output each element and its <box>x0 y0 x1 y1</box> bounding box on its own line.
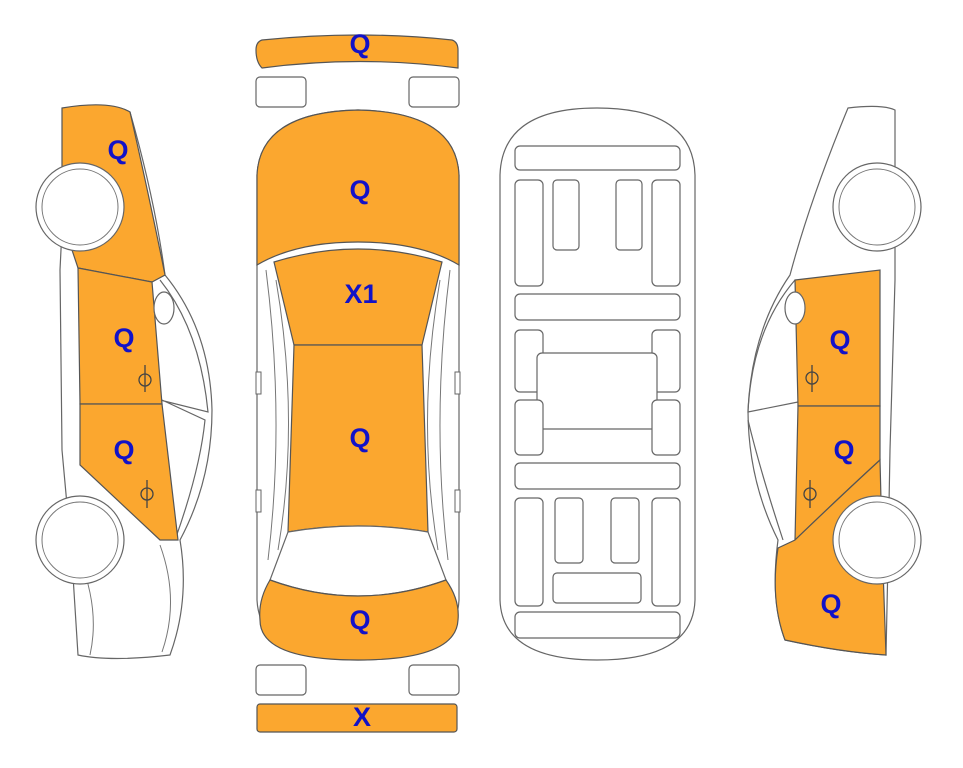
hood-label: Q <box>349 175 370 205</box>
left-rear-door-panel <box>79 403 179 541</box>
underbody-rear-bar <box>514 611 681 639</box>
top-view: Q Q X1 Q Q X <box>255 29 461 733</box>
underbody-front-right-rail <box>651 179 681 287</box>
right-rear-quarter-label: Q <box>820 589 841 619</box>
underbody-view <box>499 107 696 661</box>
underbody-mid-right-2 <box>651 399 681 456</box>
front-bumper-label: Q <box>349 29 370 59</box>
right-front-door-label: Q <box>829 325 850 355</box>
right-door-handle-icon <box>803 365 819 508</box>
underbody-mid-left-2 <box>514 399 544 456</box>
left-mirror <box>153 291 175 325</box>
trunk-label: Q <box>349 605 370 635</box>
underbody-front-left-rail <box>514 179 544 287</box>
top-left-side-line <box>265 269 290 561</box>
windshield-panel <box>273 248 443 346</box>
left-rear-wheel-inner <box>41 501 119 579</box>
underbody-rear-right-rail <box>651 497 681 607</box>
right-taillight <box>408 664 460 696</box>
underbody-rear-left-inner <box>554 497 584 564</box>
underbody-cross-1 <box>514 293 681 321</box>
roof-label: Q <box>349 423 370 453</box>
trunk-panel <box>259 579 459 661</box>
rear-bumper-panel <box>256 703 458 733</box>
left-taillight <box>255 664 307 696</box>
top-left-mirror <box>255 371 262 395</box>
right-mirror <box>784 291 806 325</box>
left-side-view: Q Q Q <box>35 104 213 660</box>
underbody-rear-right-inner <box>610 497 640 564</box>
right-headlight <box>408 76 460 108</box>
underbody-front-left-inner <box>552 179 580 251</box>
right-front-wheel-inner <box>838 168 916 246</box>
underbody-rear-box <box>552 572 642 604</box>
right-rear-wheel-inner <box>838 501 916 579</box>
left-front-fender-label: Q <box>107 135 128 165</box>
right-window-line <box>747 279 799 541</box>
right-rear-door-label: Q <box>833 435 854 465</box>
windshield-label: X1 <box>344 279 377 309</box>
hood-panel <box>256 109 460 267</box>
top-right-mirror-rear <box>454 489 461 513</box>
left-window-line <box>159 279 209 541</box>
left-headlight <box>255 76 307 108</box>
underbody-front-bar <box>514 145 681 171</box>
top-right-mirror <box>454 371 461 395</box>
top-left-mirror-rear <box>255 489 262 513</box>
underbody-rear-left-rail <box>514 497 544 607</box>
rear-window <box>269 525 447 597</box>
left-door-handle-icon <box>138 365 154 508</box>
left-rear-door-label: Q <box>113 435 134 465</box>
underbody-cross-2 <box>514 462 681 490</box>
rear-bumper-label: X <box>353 702 371 732</box>
underbody-center-plate <box>536 352 658 430</box>
left-front-wheel-inner <box>41 168 119 246</box>
underbody-front-right-inner <box>615 179 643 251</box>
right-side-view: Q Q Q <box>747 105 922 656</box>
left-front-door-label: Q <box>113 323 134 353</box>
front-bumper-panel <box>255 34 459 69</box>
top-right-side-line <box>426 269 451 561</box>
